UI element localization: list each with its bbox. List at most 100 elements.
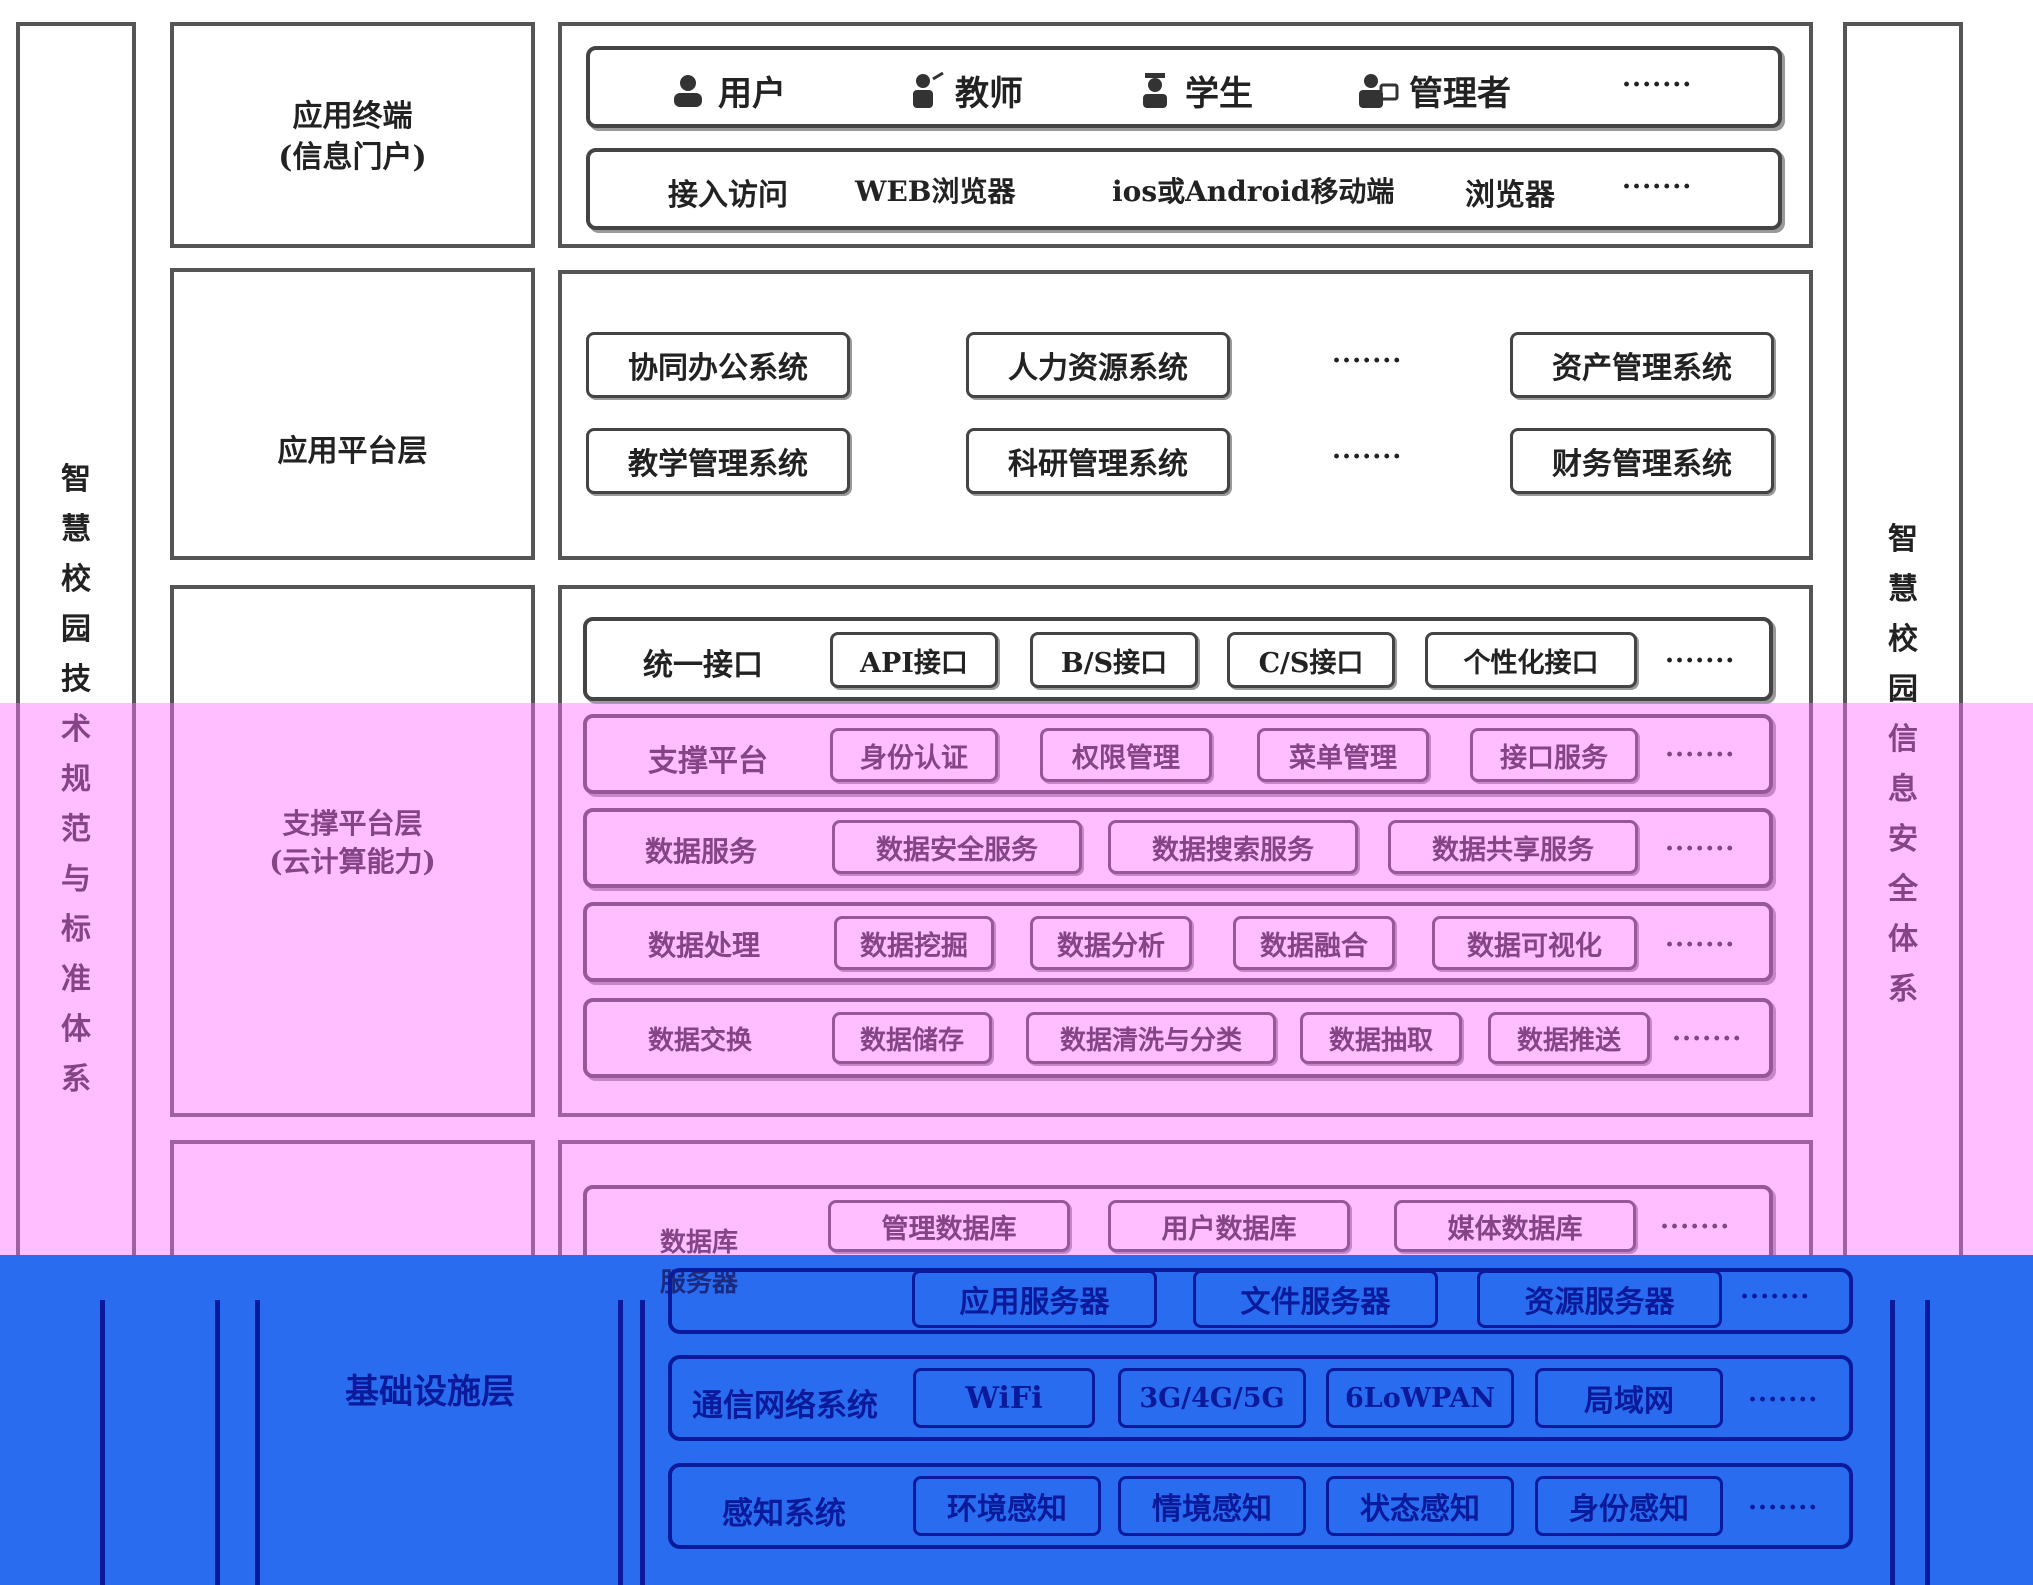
role-teacher: 教师: [905, 66, 1023, 115]
role-student-label: 学生: [1185, 74, 1253, 114]
item-resource-server: 资源服务器: [1477, 1270, 1722, 1328]
item-app-server: 应用服务器: [912, 1270, 1157, 1328]
item-mobile-network: 3G/4G/5G: [1118, 1368, 1306, 1428]
app-layer-body: [558, 270, 1813, 560]
item-lan: 局域网: [1535, 1368, 1723, 1428]
item-media-db: 媒体数据库: [1394, 1200, 1636, 1252]
app-layer-title-box: [170, 268, 535, 560]
item-cs: C/S接口: [1227, 632, 1395, 688]
item-bs: B/S接口: [1030, 632, 1198, 688]
infra-row-server-more: ·······: [1740, 1282, 1811, 1312]
support-row-interface-more: ·······: [1665, 646, 1736, 676]
support-layer-title: 支撑平台层 (云计算能力): [170, 805, 535, 881]
access-browser: 浏览器: [1465, 178, 1555, 213]
app-row2-more: ·······: [1332, 442, 1403, 472]
access-more: ·······: [1622, 172, 1693, 202]
item-data-security: 数据安全服务: [832, 820, 1082, 874]
item-file-server: 文件服务器: [1193, 1270, 1438, 1328]
support-layer-title-box: [170, 585, 535, 1117]
role-admin: 管理者: [1355, 66, 1511, 115]
role-admin-label: 管理者: [1409, 74, 1511, 114]
item-interface-service: 接口服务: [1470, 728, 1638, 782]
item-user-db: 用户数据库: [1108, 1200, 1350, 1252]
support-row-interface-label: 统一接口: [643, 648, 763, 683]
support-title-line1: 支撑平台层: [282, 807, 423, 840]
item-state-sense: 状态感知: [1326, 1476, 1514, 1536]
item-data-extraction: 数据抽取: [1300, 1012, 1462, 1064]
app-hr: 人力资源系统: [966, 332, 1230, 398]
right-column-blue-edge: [1890, 1300, 1930, 1585]
item-data-search: 数据搜索服务: [1108, 820, 1358, 874]
support-row-exchange-more: ·······: [1672, 1024, 1743, 1054]
user-icon: [674, 74, 702, 107]
support-row-exchange-label: 数据交换: [648, 1026, 753, 1056]
item-data-share: 数据共享服务: [1388, 820, 1638, 874]
infra-layer-title: 基础设施层: [345, 1372, 515, 1412]
item-admin-db: 管理数据库: [828, 1200, 1070, 1252]
left-column-blue-edge: [100, 1300, 220, 1585]
infra-row-network-label: 通信网络系统: [692, 1388, 878, 1424]
infra-title-box-blue-edge: [255, 1300, 260, 1585]
item-menu: 菜单管理: [1257, 728, 1429, 782]
item-data-push: 数据推送: [1488, 1012, 1650, 1064]
item-data-visualization: 数据可视化: [1432, 916, 1637, 970]
access-label: 接入访问: [668, 178, 788, 213]
support-row-data-service-more: ·······: [1665, 834, 1736, 864]
infra-row-db-more: ·······: [1660, 1212, 1731, 1242]
item-identity-sense: 身份感知: [1535, 1476, 1723, 1536]
app-layer-title: 应用平台层: [277, 434, 428, 469]
item-data-cleaning: 数据清洗与分类: [1026, 1012, 1276, 1064]
infra-row-network: [668, 1355, 1853, 1441]
item-auth: 身份认证: [830, 728, 998, 782]
access-mobile: ios或Android移动端: [1112, 175, 1395, 208]
terminal-layer-title: 应用终端 (信息门户): [170, 97, 535, 178]
app-finance: 财务管理系统: [1510, 428, 1774, 494]
item-custom: 个性化接口: [1425, 632, 1637, 688]
item-context-sense: 情境感知: [1118, 1476, 1306, 1536]
support-row-platform-more: ·······: [1665, 740, 1736, 770]
infra-row-sense-label: 感知系统: [722, 1496, 846, 1532]
terminal-title-line2: (信息门户): [278, 139, 427, 175]
app-assets: 资产管理系统: [1510, 332, 1774, 398]
infra-layer-title-box: [170, 1140, 535, 1585]
student-icon: [1143, 72, 1167, 108]
infra-row-db-label: 数据库: [660, 1228, 739, 1258]
item-data-analysis: 数据分析: [1030, 916, 1192, 970]
infra-body-blue-edge-2: [640, 1300, 645, 1585]
item-data-mining: 数据挖掘: [834, 916, 994, 970]
item-6lowpan: 6LoWPAN: [1326, 1368, 1514, 1428]
app-row1-more: ·······: [1332, 346, 1403, 376]
access-web: WEB浏览器: [855, 175, 1016, 208]
support-row-processing-label: 数据处理: [648, 929, 761, 962]
support-row-platform-label: 支撑平台: [648, 744, 768, 779]
infra-row-sense: [668, 1463, 1853, 1549]
support-row-data-service-label: 数据服务: [645, 835, 758, 868]
infra-row-network-more: ·······: [1748, 1385, 1819, 1415]
role-student: 学生: [1135, 66, 1253, 115]
access-row: [586, 148, 1782, 230]
item-api: API接口: [830, 632, 998, 688]
item-env-sense: 环境感知: [913, 1476, 1101, 1536]
teacher-icon: [913, 71, 944, 108]
right-side-label: 智慧校园信息安全体系: [1888, 522, 1918, 1007]
roles-more: ·······: [1622, 70, 1693, 100]
left-side-label: 智慧校园技术规范与标准体系: [61, 462, 91, 1097]
infra-row-sense-more: ·······: [1748, 1493, 1819, 1523]
terminal-layer-title-box: [170, 22, 535, 248]
item-permission: 权限管理: [1040, 728, 1212, 782]
support-title-line2: (云计算能力): [269, 844, 436, 878]
item-data-fusion: 数据融合: [1233, 916, 1395, 970]
app-office: 协同办公系统: [586, 332, 850, 398]
role-teacher-label: 教师: [955, 74, 1023, 114]
admin-icon: [1359, 73, 1399, 108]
role-user-label: 用户: [718, 74, 786, 114]
infra-body-blue-edge: [618, 1300, 623, 1585]
app-teaching: 教学管理系统: [586, 428, 850, 494]
terminal-title-line1: 应用终端: [292, 99, 413, 134]
item-data-storage: 数据储存: [832, 1012, 992, 1064]
role-user: 用户: [668, 66, 786, 115]
item-wifi: WiFi: [913, 1368, 1095, 1428]
support-row-processing-more: ·······: [1665, 930, 1736, 960]
roles-row: [586, 46, 1782, 128]
app-research: 科研管理系统: [966, 428, 1230, 494]
